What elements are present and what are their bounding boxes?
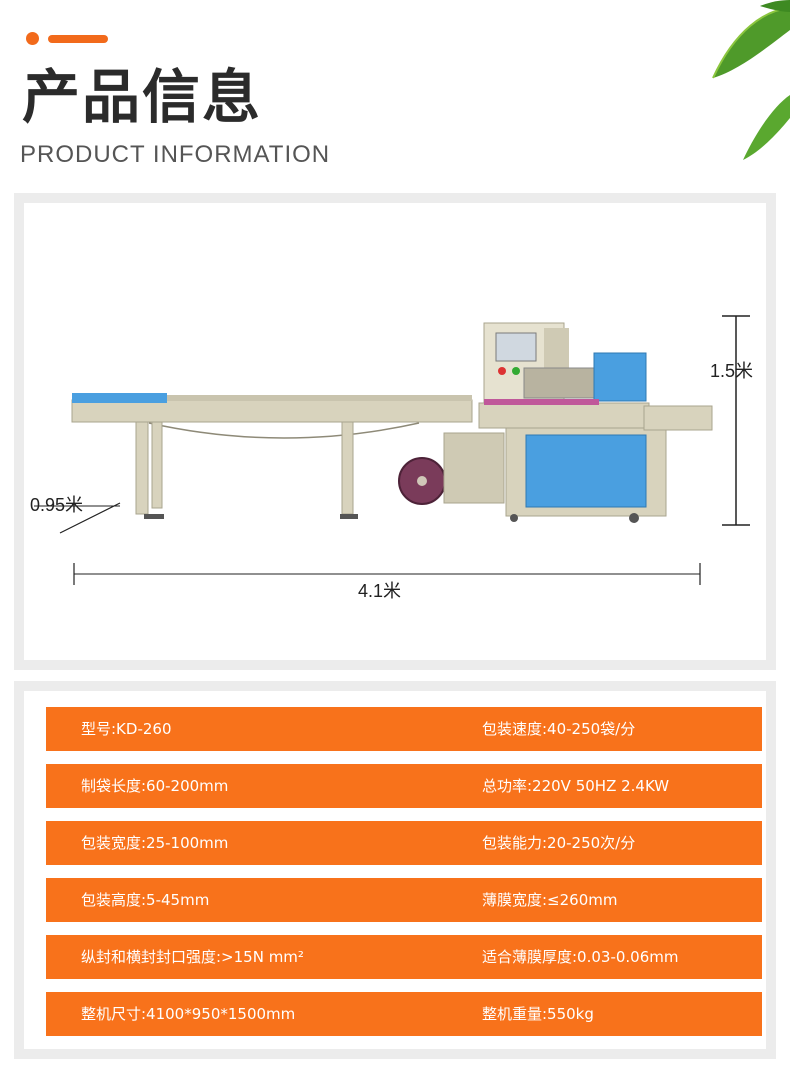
spec-left: 制袋长度:60-200mm [81, 777, 229, 795]
film-strip [484, 399, 599, 405]
length-dimension-label: 4.1米 [358, 581, 402, 601]
spec-row: 纵封和横封封口强度:>15N mm² 适合薄膜厚度:0.03-0.06mm [46, 935, 762, 979]
spec-row: 型号:KD-260 包装速度:40-250袋/分 [46, 707, 762, 751]
wheel-right [629, 513, 639, 523]
page-subtitle: PRODUCT INFORMATION [20, 141, 331, 168]
height-dimension-label: 1.5米 [710, 361, 754, 381]
infeed-conveyor [71, 399, 473, 423]
sealing-cover [593, 352, 647, 402]
cabinet-panel [525, 434, 647, 508]
film-roll-core [417, 476, 427, 486]
pusher-chain [148, 422, 420, 439]
spec-right: 整机重量:550kg [482, 1005, 594, 1023]
page-title: 产品信息 [22, 63, 263, 131]
stop-button-light [498, 367, 506, 375]
palm-leaf-icon [712, 0, 790, 160]
spec-left: 包装高度:5-45mm [81, 891, 210, 909]
sealing-unit [523, 367, 600, 399]
spec-table-frame: 型号:KD-260 包装速度:40-250袋/分 制袋长度:60-200mm 总… [14, 681, 776, 1059]
accent-bar [48, 35, 108, 43]
foot-left [144, 514, 164, 519]
machine-image-frame: 1.5米 0.95米 4.1米 [14, 193, 776, 670]
spec-row: 制袋长度:60-200mm 总功率:220V 50HZ 2.4KW [46, 764, 762, 808]
depth-dimension-line [59, 502, 121, 534]
wheel-left [510, 514, 518, 522]
spec-row: 包装宽度:25-100mm 包装能力:20-250次/分 [46, 821, 762, 865]
leg-middle [341, 421, 354, 515]
spec-left: 包装宽度:25-100mm [81, 834, 229, 852]
infeed-belt [72, 393, 167, 403]
outfeed-conveyor [643, 405, 713, 431]
spec-right: 包装能力:20-250次/分 [482, 834, 636, 852]
leg-left-2 [151, 421, 163, 509]
spec-right: 包装速度:40-250袋/分 [482, 720, 636, 738]
spec-left: 整机尺寸:4100*950*1500mm [81, 1005, 296, 1023]
spec-left: 纵封和横封封口强度:>15N mm² [81, 948, 304, 966]
spec-row: 包装高度:5-45mm 薄膜宽度:≤260mm [46, 878, 762, 922]
film-feed-frame [443, 432, 505, 504]
spec-left: 型号:KD-260 [81, 720, 172, 738]
leg-left-1 [135, 421, 149, 515]
spec-right: 薄膜宽度:≤260mm [482, 891, 618, 909]
foot-middle [340, 514, 358, 519]
spec-table: 型号:KD-260 包装速度:40-250袋/分 制袋长度:60-200mm 总… [24, 691, 766, 1049]
accent-dot [26, 32, 39, 45]
depth-dimension-label: 0.95米 [30, 495, 84, 515]
packaging-machine-illustration [34, 315, 750, 585]
conveyor-rail [167, 395, 472, 401]
spec-row: 整机尺寸:4100*950*1500mm 整机重量:550kg [46, 992, 762, 1036]
machine-image-area: 1.5米 0.95米 4.1米 [24, 203, 766, 660]
start-button-light [512, 367, 520, 375]
spec-right: 总功率:220V 50HZ 2.4KW [482, 777, 670, 795]
control-screen [495, 332, 537, 362]
spec-right: 适合薄膜厚度:0.03-0.06mm [482, 948, 679, 966]
sealing-base [478, 402, 650, 429]
